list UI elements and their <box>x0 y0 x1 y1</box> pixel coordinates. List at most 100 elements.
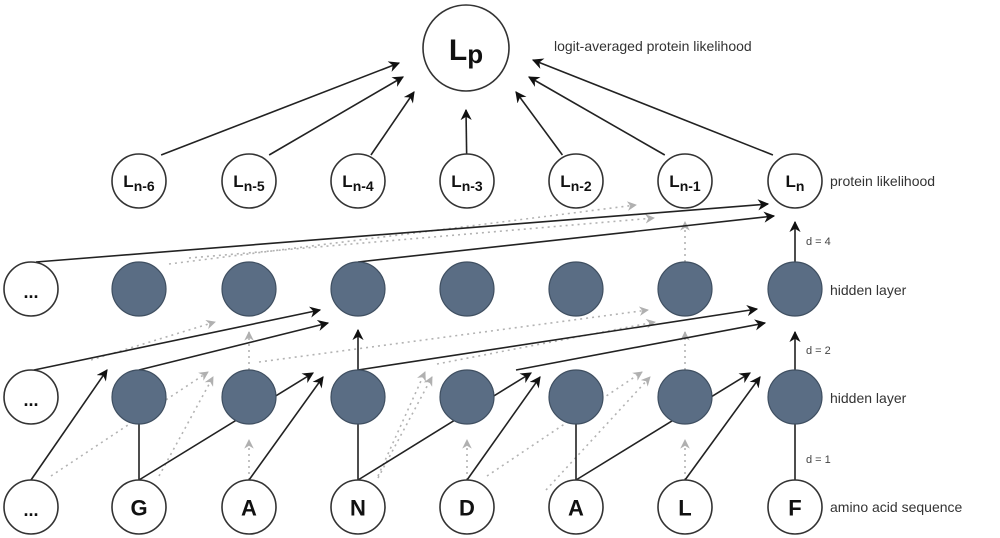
edge-d2-inactive <box>436 318 656 365</box>
svg-text:Ln-2: Ln-2 <box>560 172 592 195</box>
likelihood-label-sub: n-6 <box>134 178 155 194</box>
edge-d2-inactive <box>90 319 216 361</box>
hidden-unit <box>111 369 167 425</box>
amino-acid-label: A <box>568 496 584 521</box>
active-edges <box>30 58 801 481</box>
edge-d2 <box>138 319 330 371</box>
edge-d1 <box>357 372 532 481</box>
svg-text:Ln: Ln <box>786 172 805 195</box>
ellipsis-label: ... <box>23 390 38 410</box>
svg-text:Ln-5: Ln-5 <box>233 172 265 195</box>
likelihood-label-main: L <box>669 172 679 191</box>
ellipsis-node: ... <box>3 261 59 317</box>
dilation-label-4: d = 4 <box>806 236 831 248</box>
hidden-unit <box>657 261 713 317</box>
amino-acid-node: G <box>111 479 167 535</box>
amino-acid-node: D <box>439 479 495 535</box>
amino-acid-node: L <box>657 479 713 535</box>
lp-label-main: L <box>449 34 467 67</box>
edge-d1-inactive <box>486 371 643 477</box>
edge-d2 <box>515 319 767 371</box>
edge-d2-inactive <box>258 306 649 363</box>
hidden-unit <box>330 261 386 317</box>
hidden-unit <box>767 261 823 317</box>
edge-to-lp <box>460 108 472 156</box>
edge-d1 <box>466 376 541 481</box>
edge-to-lp <box>528 76 666 156</box>
hidden-unit <box>767 369 823 425</box>
edge-d4-inactive <box>168 201 637 265</box>
hidden-unit <box>111 261 167 317</box>
edge-to-lp <box>268 76 404 156</box>
edge-d1-inactive <box>545 376 651 491</box>
amino-acid-label: L <box>678 496 691 521</box>
likelihood-label-main: L <box>233 172 243 191</box>
edge-d1 <box>248 376 324 481</box>
likelihood-node: Ln-4 <box>330 153 386 209</box>
ellipsis-node: ... <box>3 479 59 535</box>
logit-averaged-likelihood-node: Lp <box>422 4 510 92</box>
hidden-layer-2-description: hidden layer <box>830 282 907 298</box>
hidden-unit <box>330 369 386 425</box>
likelihood-label-sub: n-1 <box>680 178 701 194</box>
lp-label-sub: p <box>467 39 483 69</box>
ellipsis-label: ... <box>23 282 38 302</box>
edge-d1-inactive <box>158 376 214 477</box>
hidden-unit <box>548 261 604 317</box>
edge-d4 <box>357 211 776 263</box>
hidden-unit <box>439 369 495 425</box>
hidden-unit <box>657 369 713 425</box>
likelihood-label-main: L <box>786 172 796 191</box>
edge-to-lp <box>531 58 774 156</box>
likelihood-label-main: L <box>451 172 461 191</box>
amino-acid-label: G <box>130 496 147 521</box>
amino-acid-node: N <box>330 479 386 535</box>
top-node-description: logit-averaged protein likelihood <box>554 38 752 54</box>
amino-acid-node: A <box>548 479 604 535</box>
svg-text:Ln-6: Ln-6 <box>123 172 155 195</box>
ellipsis-node: ... <box>3 369 59 425</box>
edge-d1-inactive <box>377 371 426 477</box>
amino-acid-node: F <box>767 479 823 535</box>
likelihood-row-description: protein likelihood <box>830 173 935 189</box>
likelihood-node: Ln-2 <box>548 153 604 209</box>
edge-d1-inactive <box>50 371 209 477</box>
likelihood-node: Ln-1 <box>657 153 713 209</box>
dilation-label-2: d = 2 <box>806 345 831 357</box>
ellipsis-label: ... <box>23 500 38 520</box>
likelihood-label-main: L <box>342 172 352 191</box>
likelihood-node: Ln-6 <box>111 153 167 209</box>
hidden-layer-1-description: hidden layer <box>830 390 907 406</box>
edge-d1 <box>684 376 761 481</box>
amino-acid-label: N <box>350 496 366 521</box>
likelihood-node: Ln <box>767 153 823 209</box>
edge-to-lp <box>370 91 415 156</box>
amino-acid-label: A <box>241 496 257 521</box>
likelihood-label-main: L <box>560 172 570 191</box>
edge-d2 <box>357 304 759 371</box>
likelihood-label-sub: n <box>796 178 805 194</box>
likelihood-label-sub: n-4 <box>353 178 374 194</box>
svg-text:Lp: Lp <box>449 34 483 70</box>
likelihood-label-main: L <box>123 172 133 191</box>
svg-text:Ln-4: Ln-4 <box>342 172 374 195</box>
likelihood-label-sub: n-5 <box>244 178 265 194</box>
edge-d2 <box>33 306 322 371</box>
likelihood-node: Ln-5 <box>221 153 277 209</box>
dilation-label-1: d = 1 <box>806 454 831 466</box>
edge-d4 <box>35 199 770 263</box>
hidden-unit <box>548 369 604 425</box>
svg-text:Ln-1: Ln-1 <box>669 172 701 195</box>
inactive-edges <box>50 201 690 491</box>
svg-text:Ln-3: Ln-3 <box>451 172 483 195</box>
edge-to-lp <box>160 61 401 156</box>
amino-acid-node: A <box>221 479 277 535</box>
input-row-description: amino acid sequence <box>830 499 963 515</box>
edge-d1 <box>138 372 314 481</box>
hidden-unit <box>221 369 277 425</box>
likelihood-node: Ln-3 <box>439 153 495 209</box>
edge-d1 <box>575 372 751 481</box>
amino-acid-label: D <box>459 496 475 521</box>
